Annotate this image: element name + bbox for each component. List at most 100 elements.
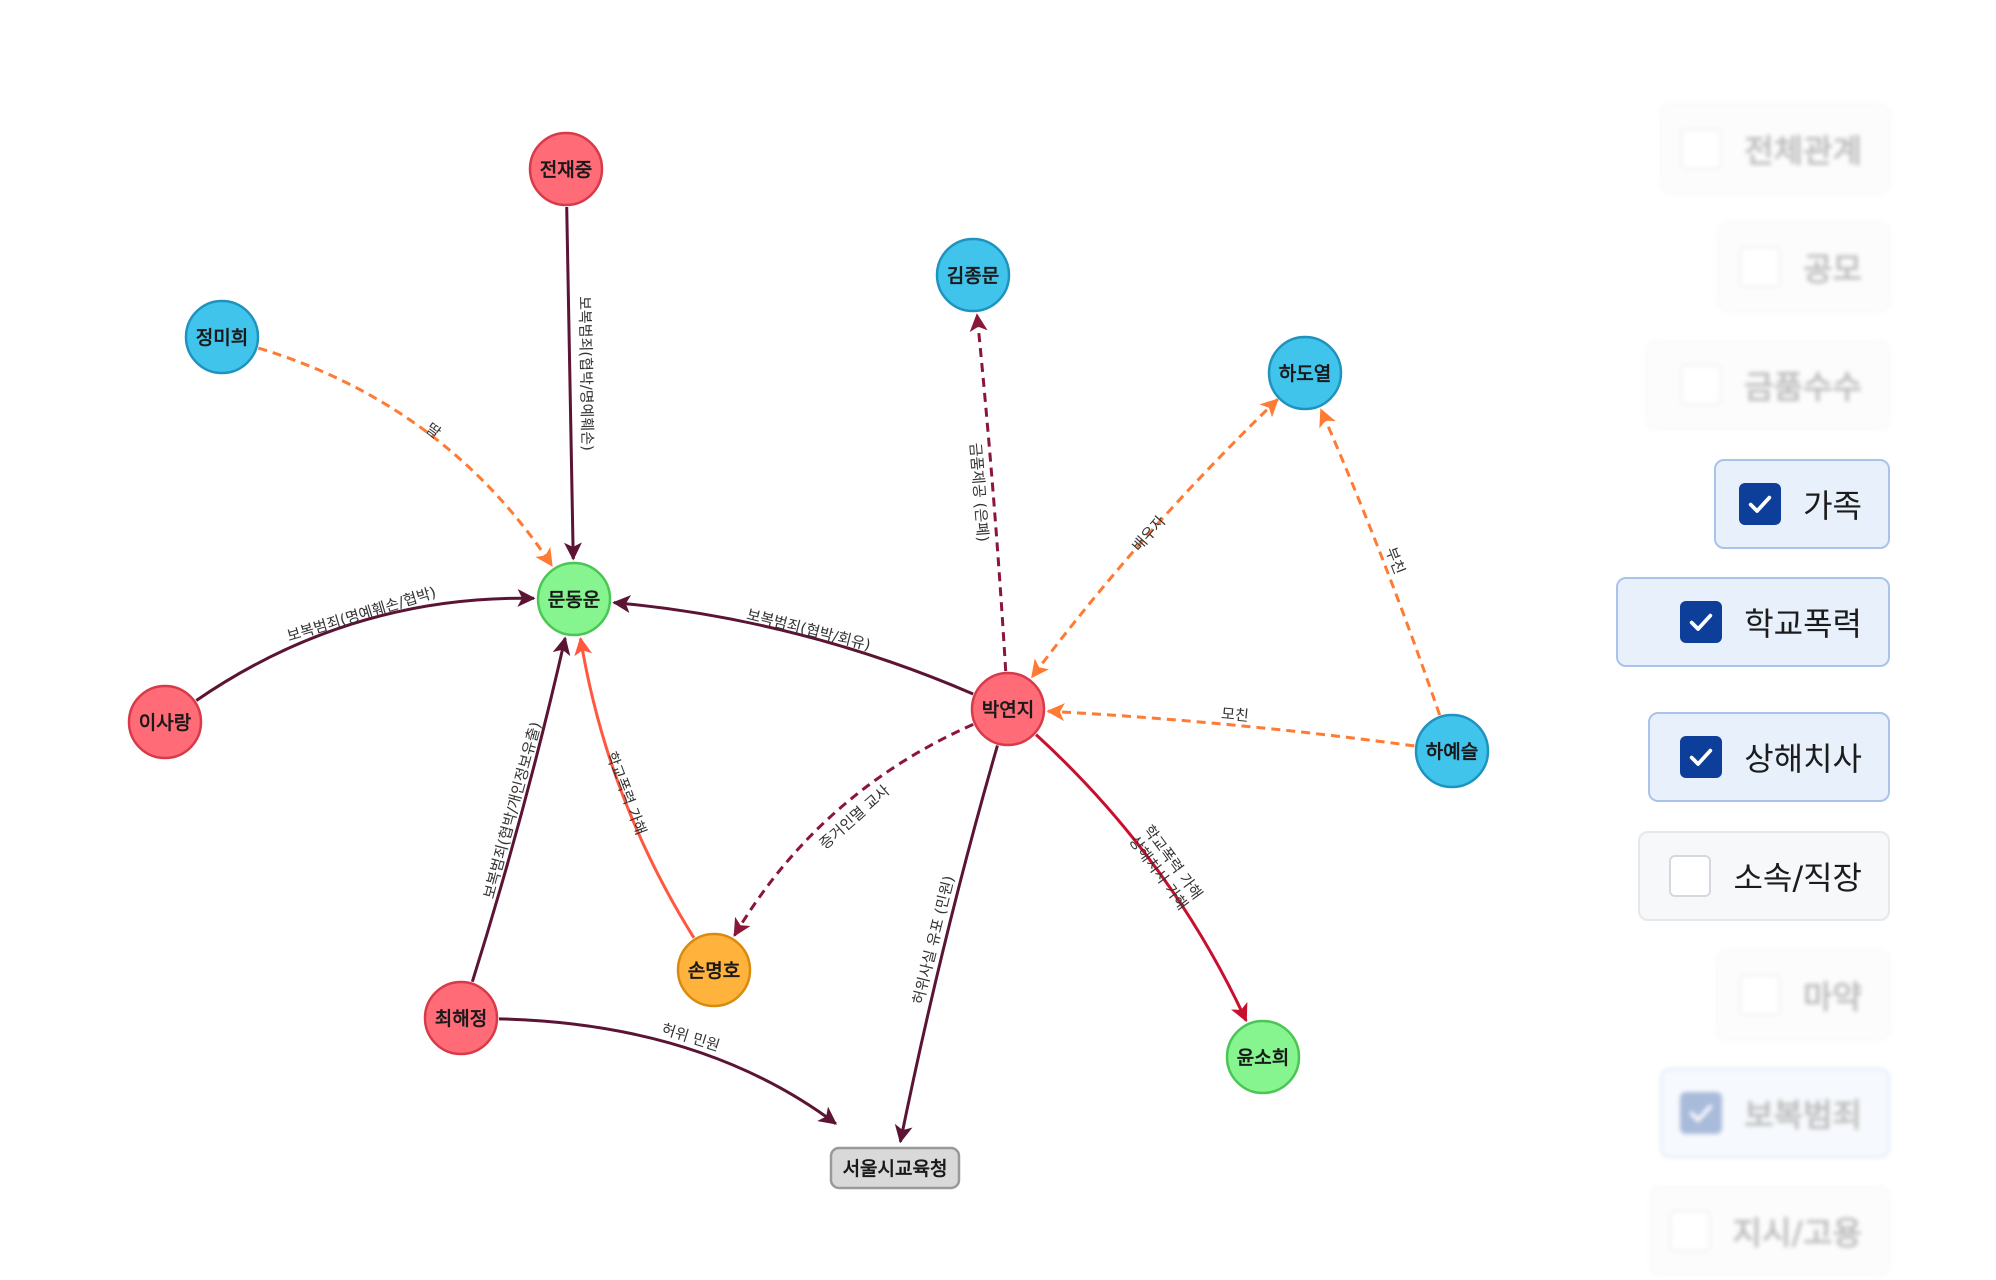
edge-label: 보복범죄(협박/회유) [745,605,873,654]
edge-label: 증거인멸 교사 [816,781,894,853]
node-circle [184,299,260,375]
edge-bakyeonji-yunsohui[interactable] [1035,733,1248,1023]
node-yunsohui[interactable]: 윤소희 [1225,1019,1301,1095]
checkmark-icon [1690,613,1713,631]
edge-label-group: 딸 [422,419,444,442]
node-jeongmihui[interactable]: 정미희 [184,299,260,375]
node-label: 하도열 [1279,363,1331,385]
edges-layer [195,206,1442,1144]
node-circle [970,671,1046,747]
filter-label: 마약 [1803,978,1862,1016]
filter-school_violence[interactable]: 학교폭력 [1616,577,1890,667]
edge-label-group: 학교폭력 가해 [602,749,650,837]
filter-checkbox[interactable] [1680,601,1723,643]
filter-injury_death[interactable]: 상해치사 [1648,712,1890,802]
node-circle [1414,713,1490,789]
edge-bakyeonji-gimjongmun[interactable] [969,313,1008,672]
node-hayeseul[interactable]: 하예슬 [1414,713,1490,789]
filter-checkbox[interactable] [1680,1092,1723,1134]
filter-drugs[interactable]: 마약 [1716,950,1890,1040]
edge-label-group: 금품제공 (은폐) [966,442,992,542]
node-gimjongmun[interactable]: 김종문 [935,237,1011,313]
filter-checkbox[interactable] [1739,483,1782,525]
node-label: 박연지 [982,699,1034,721]
node-label: 정미희 [196,327,248,349]
edge-label-group: 보복범죄(명예훼손/협박) [285,583,438,645]
node-label: 서울시교육청 [843,1158,948,1180]
edge-label-group: 증거인멸 교사 [816,781,894,853]
filter-bribery[interactable]: 금품수수 [1646,340,1890,430]
filter-checkbox[interactable] [1680,128,1723,170]
filter-checkbox[interactable] [1680,736,1723,778]
filter-affiliation[interactable]: 소속/직장 [1638,831,1890,921]
node-circle [536,561,612,637]
node-label: 이사랑 [139,712,192,734]
node-isarang[interactable]: 이사랑 [127,684,203,760]
filter-checkbox[interactable] [1680,364,1723,406]
node-label: 하예슬 [1426,741,1478,763]
filter-label: 금품수수 [1744,368,1862,406]
edge-isarang-munDongun[interactable] [195,589,536,702]
checkmark-icon [1748,495,1772,513]
edge-label: 딸 [422,419,444,442]
edge-choehaejeong-seoulEdu[interactable] [498,1017,837,1125]
edge-label-group: 보복범죄(협박/개인정보유출) [480,720,545,901]
edge-label-group: 보복범죄(협박/회유) [745,605,873,654]
filter-checkbox[interactable] [1739,246,1782,288]
node-label: 손명호 [688,960,740,982]
filter-label: 지시/고용 [1732,1214,1862,1252]
edge-label: 보복범죄(협박/개인정보유출) [480,720,545,901]
filter-family[interactable]: 가족 [1714,459,1890,549]
node-circle [423,980,499,1056]
node-hadoyeol[interactable]: 하도열 [1267,335,1343,411]
edge-label-group: 보복범죄(협박/명예훼손) [576,296,597,451]
node-label: 문동운 [548,589,600,611]
edge-jeongmihui-munDongun[interactable] [257,346,554,567]
edge-sonmyeongho-munDongun[interactable] [574,636,696,939]
filter-label: 학교폭력 [1744,605,1862,643]
edge-label-group: 모친 [1220,705,1249,726]
filter-checkbox[interactable] [1669,855,1712,897]
edge-hayeseul-bakyeonji[interactable] [1046,703,1415,748]
edge-label: 부친 [1382,545,1409,577]
filter-all[interactable]: 전체관계 [1660,104,1890,194]
edge-label: 보복범죄(협박/명예훼손) [576,296,597,451]
node-circle [1267,335,1343,411]
node-label: 최해정 [435,1008,487,1030]
node-munDongun[interactable]: 문동운 [536,561,612,637]
filter-label: 소속/직장 [1733,859,1862,897]
edge-jeonjaejung-munDongun[interactable] [563,206,582,561]
filter-employment[interactable]: 지시/고용 [1650,1186,1890,1276]
filter-checkbox[interactable] [1739,974,1782,1016]
filter-checkbox[interactable] [1668,1210,1711,1252]
edge-choehaejeong-munDongun[interactable] [470,636,571,983]
edge-hadoyeol-bakyeonji[interactable] [1030,398,1279,679]
filter-label: 가족 [1803,487,1862,525]
node-circle [127,684,203,760]
node-label: 윤소희 [1237,1047,1289,1069]
node-choehaejeong[interactable]: 최해정 [423,980,499,1056]
filter-label: 공모 [1803,250,1862,288]
edge-bakyeonji-seoulEdu[interactable] [894,745,999,1144]
node-jeonjaejung[interactable]: 전재중 [528,131,604,207]
edge-hayeseul-hadoyeol[interactable] [1319,408,1442,716]
filter-label: 전체관계 [1744,132,1862,170]
filter-revenge_crime[interactable]: 보복범죄 [1660,1068,1890,1158]
node-box [829,1146,961,1190]
edge-label: 학교폭력 가해 [602,749,650,837]
edge-label: 모친 [1220,705,1249,726]
edge-label: 보복범죄(명예훼손/협박) [285,583,438,645]
edge-label-group: 부친 [1382,545,1409,577]
node-bakyeonji[interactable]: 박연지 [970,671,1046,747]
node-sonmyeongho[interactable]: 손명호 [676,932,752,1008]
node-label: 김종문 [947,265,999,287]
filter-label: 상해치사 [1744,740,1862,778]
edge-bakyeonji-munDongun[interactable] [612,595,974,696]
checkmark-icon [1690,748,1713,766]
checkmark-icon [1690,1104,1713,1122]
node-seoulEdu[interactable]: 서울시교육청 [829,1146,961,1190]
node-circle [528,131,604,207]
filter-conspiracy[interactable]: 공모 [1718,222,1890,312]
